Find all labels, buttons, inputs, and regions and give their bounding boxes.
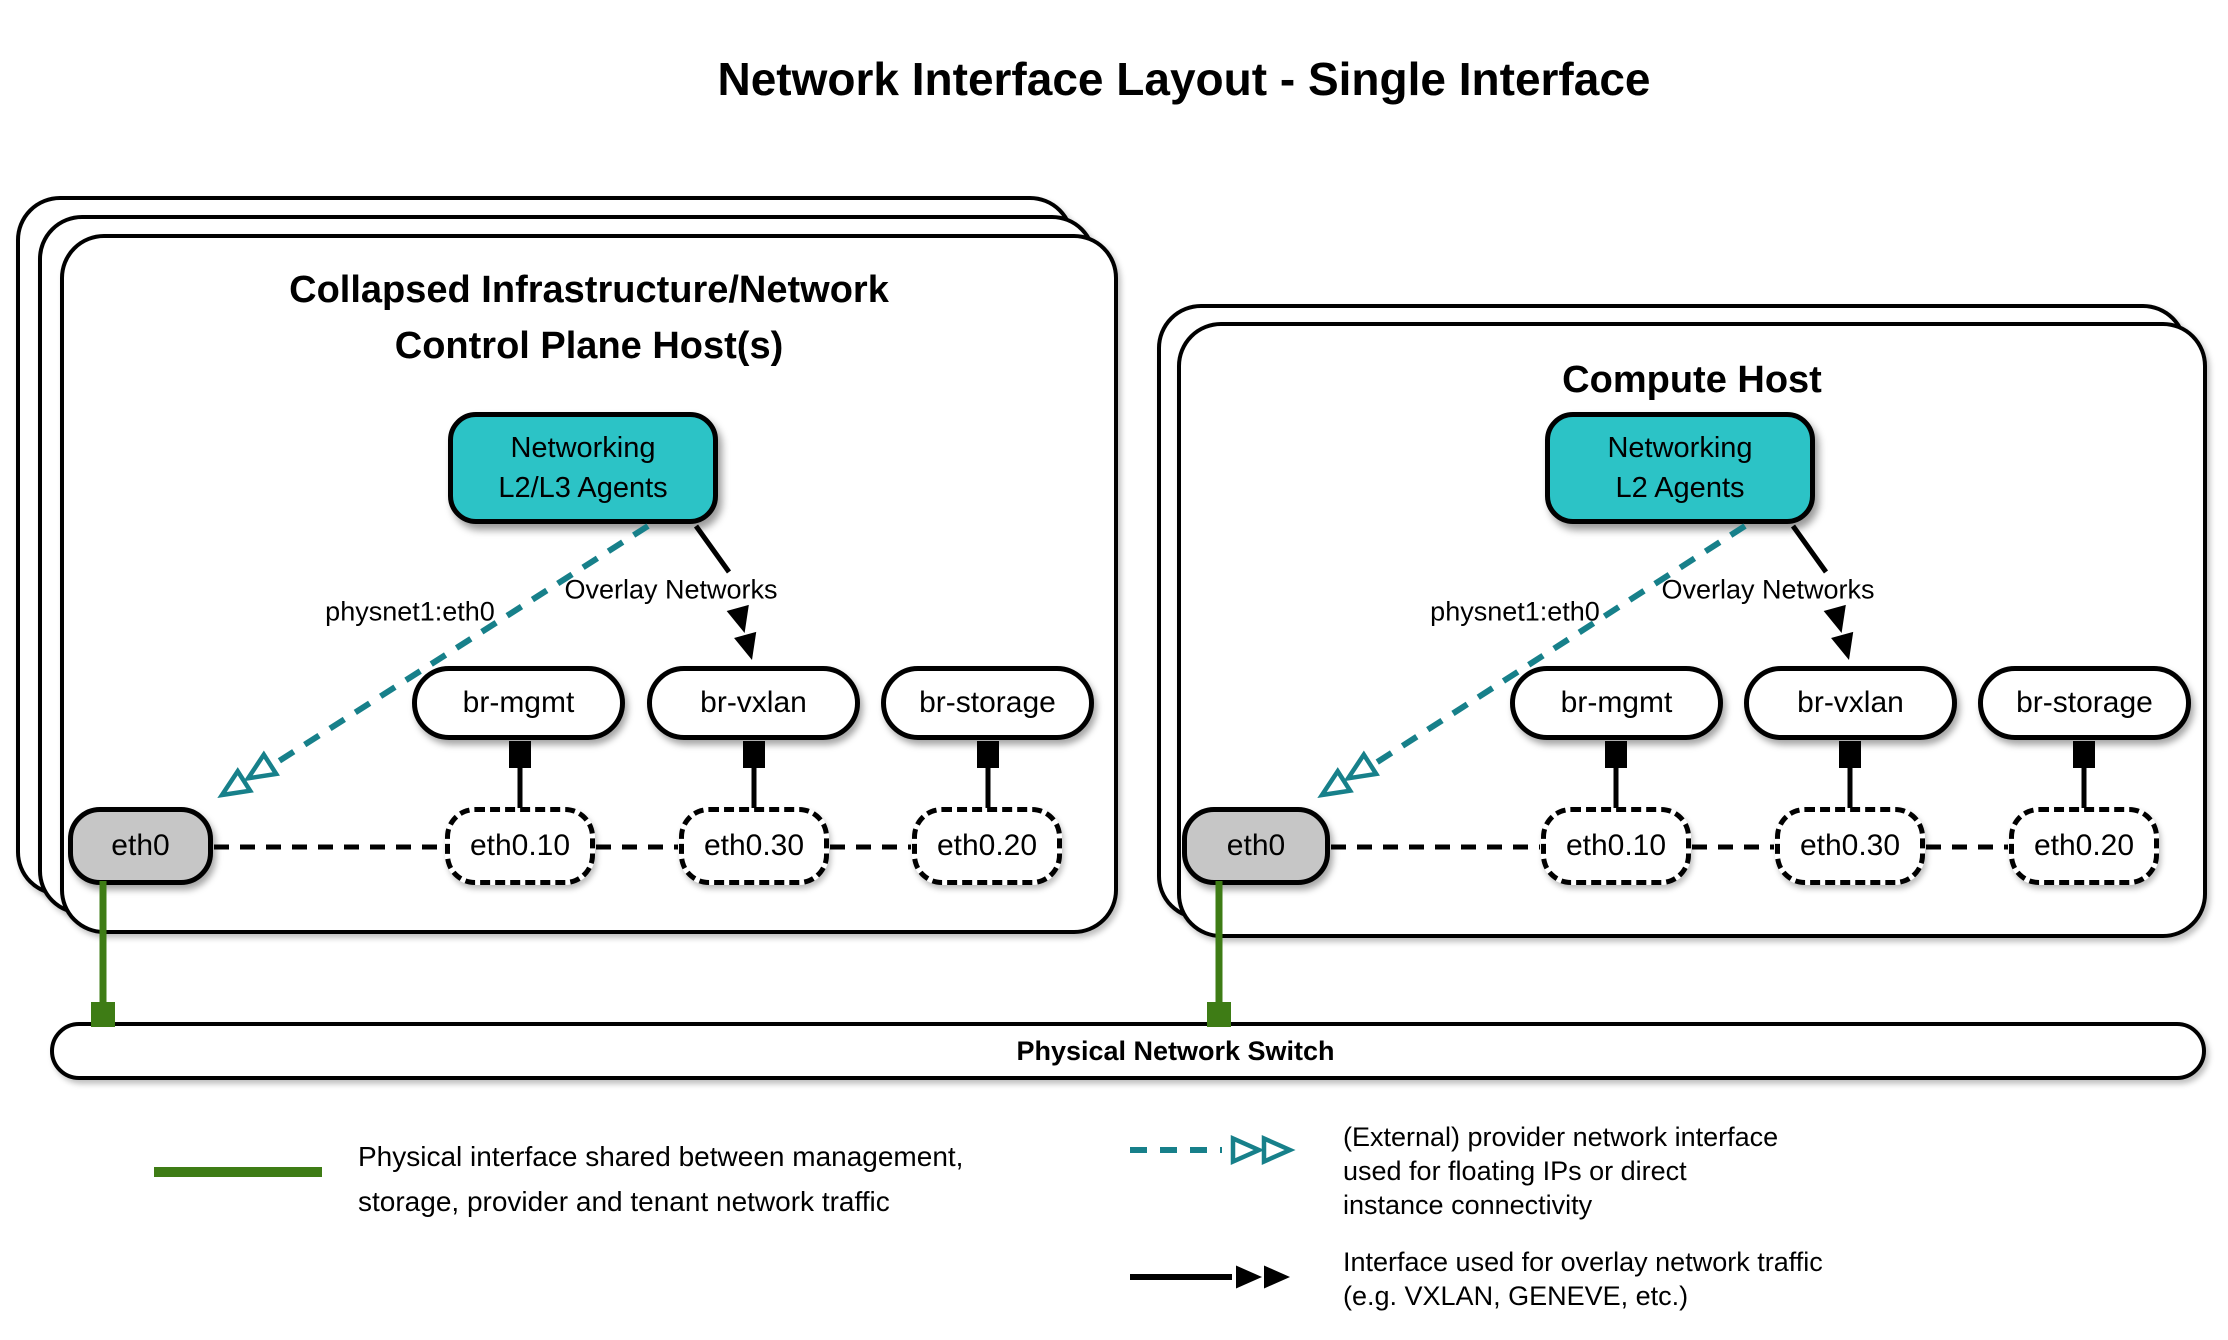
control-host-title: Collapsed Infrastructure/Network Control… xyxy=(289,269,889,367)
control-vlan-eth0-30: eth0.30 xyxy=(679,807,829,885)
control-networking-agents-box: Networking L2/L3 Agents xyxy=(448,412,718,524)
compute-bridge-br-storage: br-storage xyxy=(1978,666,2191,740)
legend-text-overlay: Interface used for overlay network traff… xyxy=(1343,1247,1823,1311)
compute-bridge-br-vxlan: br-vxlan xyxy=(1744,666,1957,740)
compute-networking-agents-box: Networking L2 Agents xyxy=(1545,412,1815,524)
switch-label: Physical Network Switch xyxy=(1016,1035,1335,1066)
compute-provider-network-label: physnet1:eth0 xyxy=(1430,596,1600,627)
compute-vlan-eth0-20: eth0.20 xyxy=(2009,807,2159,885)
page-title: Network Interface Layout - Single Interf… xyxy=(717,53,1651,105)
control-provider-network-label: physnet1:eth0 xyxy=(325,596,495,627)
compute-vlan-eth0-30: eth0.30 xyxy=(1775,807,1925,885)
compute-bridge-br-mgmt: br-mgmt xyxy=(1510,666,1723,740)
compute-overlay-networks-label: Overlay Networks xyxy=(1661,574,1875,605)
control-bridge-br-mgmt: br-mgmt xyxy=(412,666,625,740)
legend-text-physical: Physical interface shared between manage… xyxy=(358,1141,964,1217)
legend-swatch-overlay-arrow xyxy=(1130,1265,1290,1289)
control-vlan-eth0-20: eth0.20 xyxy=(912,807,1062,885)
compute-vlan-eth0-10: eth0.10 xyxy=(1541,807,1691,885)
compute-physical-interface-eth0: eth0 xyxy=(1182,807,1330,885)
control-overlay-networks-label: Overlay Networks xyxy=(564,574,778,605)
control-bridge-br-storage: br-storage xyxy=(881,666,1094,740)
compute-host-title: Compute Host xyxy=(1562,359,1822,401)
control-physical-interface-eth0: eth0 xyxy=(68,807,213,885)
control-vlan-eth0-10: eth0.10 xyxy=(445,807,595,885)
legend-text-provider: (External) provider network interface us… xyxy=(1343,1122,1779,1220)
control-bridge-br-vxlan: br-vxlan xyxy=(647,666,860,740)
legend-swatch-provider-arrow xyxy=(1130,1139,1290,1162)
physical-network-switch: Physical Network Switch xyxy=(50,1022,2206,1080)
